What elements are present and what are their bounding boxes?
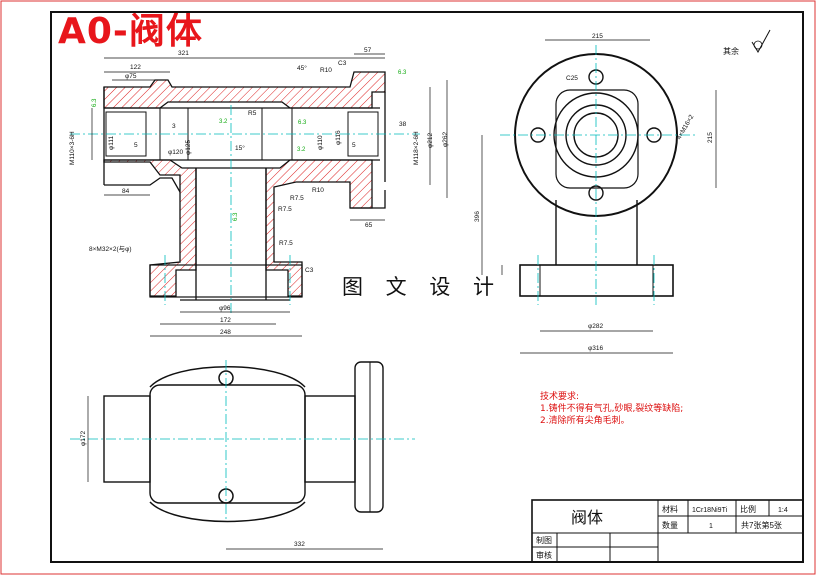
dim-38: 38 — [399, 121, 407, 128]
dim-m110: M110×3-6H — [69, 131, 76, 165]
side-view-labels: 215 C25 4×M16×2 215 396 8 φ282 φ316 — [474, 33, 714, 352]
material-value: 1Cr18Ni9Ti — [692, 507, 728, 514]
part-name: 阀体 — [571, 509, 603, 527]
dim-phi125: φ125 — [185, 140, 192, 155]
material-label: 材料 — [662, 504, 678, 514]
roughness-5: 3.2 — [297, 147, 306, 153]
watermark-label: 图 文 设 计 — [338, 275, 507, 301]
dim-65: 65 — [365, 222, 373, 229]
dim-r7-5b: R7.5 — [278, 206, 292, 213]
dim-r10b: R10 — [312, 187, 324, 194]
dim-172: 172 — [220, 317, 231, 324]
sheet-info: 共7张第5张 — [741, 520, 782, 530]
dim-phi262: φ262 — [442, 132, 449, 147]
dim-side-c25: C25 — [566, 75, 578, 82]
dim-side-396: 396 — [474, 211, 481, 222]
note-item-1: 1.铸件不得有气孔,砂眼,裂纹等缺陷; — [540, 404, 684, 414]
notes-heading: 技术要求: — [540, 392, 580, 402]
plan-view-labels: φ172 332 — [80, 431, 305, 548]
roughness-6: 6.3 — [298, 120, 307, 126]
dim-45deg: 45° — [297, 64, 307, 72]
checked-by-label: 审核 — [536, 550, 552, 560]
dim-side-4xm16: 4×M16×2 — [676, 113, 696, 141]
front-view-labels: 321 122 φ75 57 C3 45° R10 R5 15° R10 R7.… — [69, 47, 449, 336]
dim-5: 5 — [134, 142, 138, 149]
dim-3: 3 — [172, 123, 176, 130]
roughness-note: 其余 — [723, 46, 739, 56]
general-roughness: 其余 — [723, 29, 771, 56]
dim-phi120: φ120 — [168, 149, 183, 156]
scale-label: 比例 — [740, 504, 756, 514]
roughness-1: 6.3 — [92, 98, 98, 107]
dim-8xm32: 8×M32×2(与φ) — [89, 245, 132, 253]
roughness-2: 6.3 — [398, 70, 407, 76]
dim-plan-phi172: φ172 — [80, 431, 87, 446]
quantity-value: 1 — [709, 523, 713, 530]
dim-phi212: φ212 — [427, 133, 434, 148]
technical-notes: 技术要求: 1.铸件不得有气孔,砂眼,裂纹等缺陷; 2.清除所有尖角毛刺。 — [540, 391, 683, 427]
dim-r7-5a: R7.5 — [290, 195, 304, 202]
drawing-title: A0-阀体 — [58, 11, 203, 52]
roughness-3: 3.2 — [219, 119, 228, 125]
note-item-2: 2.清除所有尖角毛刺。 — [540, 416, 630, 426]
dim-side-215b: 215 — [707, 132, 714, 143]
title-block — [531, 499, 804, 563]
drawn-by-label: 制图 — [536, 535, 552, 545]
roughness-symbols: 6.3 6.3 3.2 6.3 3.2 6.3 — [92, 70, 407, 221]
dim-r5: R5 — [248, 110, 257, 117]
dim-57: 57 — [364, 47, 372, 54]
dim-248: 248 — [220, 329, 231, 336]
dim-phi75: φ75 — [125, 73, 137, 80]
dim-5b: 5 — [352, 142, 356, 149]
quantity-label: 数量 — [662, 520, 678, 530]
front-section-view — [70, 53, 448, 337]
dim-side-phi282: φ282 — [588, 323, 603, 330]
dim-phi116: φ116 — [335, 130, 342, 145]
dim-phi96: φ96 — [219, 305, 231, 312]
dim-side-phi316: φ316 — [588, 345, 603, 352]
dim-15deg: 15° — [235, 144, 245, 152]
dim-c3b: C3 — [305, 267, 314, 274]
dim-side-215a: 215 — [592, 33, 603, 40]
dim-c3: C3 — [338, 60, 347, 67]
plan-view — [70, 360, 415, 550]
roughness-4: 6.3 — [233, 212, 239, 221]
dim-plan-332: 332 — [294, 541, 305, 548]
dim-m118: M118×2-6H — [413, 131, 420, 165]
title-block-text: 阀体 材料 1Cr18Ni9Ti 比例 1:4 数量 1 共7张第5张 制图 审… — [536, 504, 788, 560]
dim-84: 84 — [122, 188, 130, 195]
dim-321: 321 — [178, 50, 189, 57]
dim-r7-5c: R7.5 — [279, 240, 293, 247]
dim-phi110: φ110 — [317, 135, 324, 150]
scale-value: 1:4 — [778, 507, 788, 514]
inner-border — [50, 11, 804, 563]
side-view — [481, 39, 717, 354]
dim-phi111: φ111 — [108, 136, 115, 150]
dim-r10: R10 — [320, 67, 332, 74]
dim-122: 122 — [130, 64, 141, 71]
